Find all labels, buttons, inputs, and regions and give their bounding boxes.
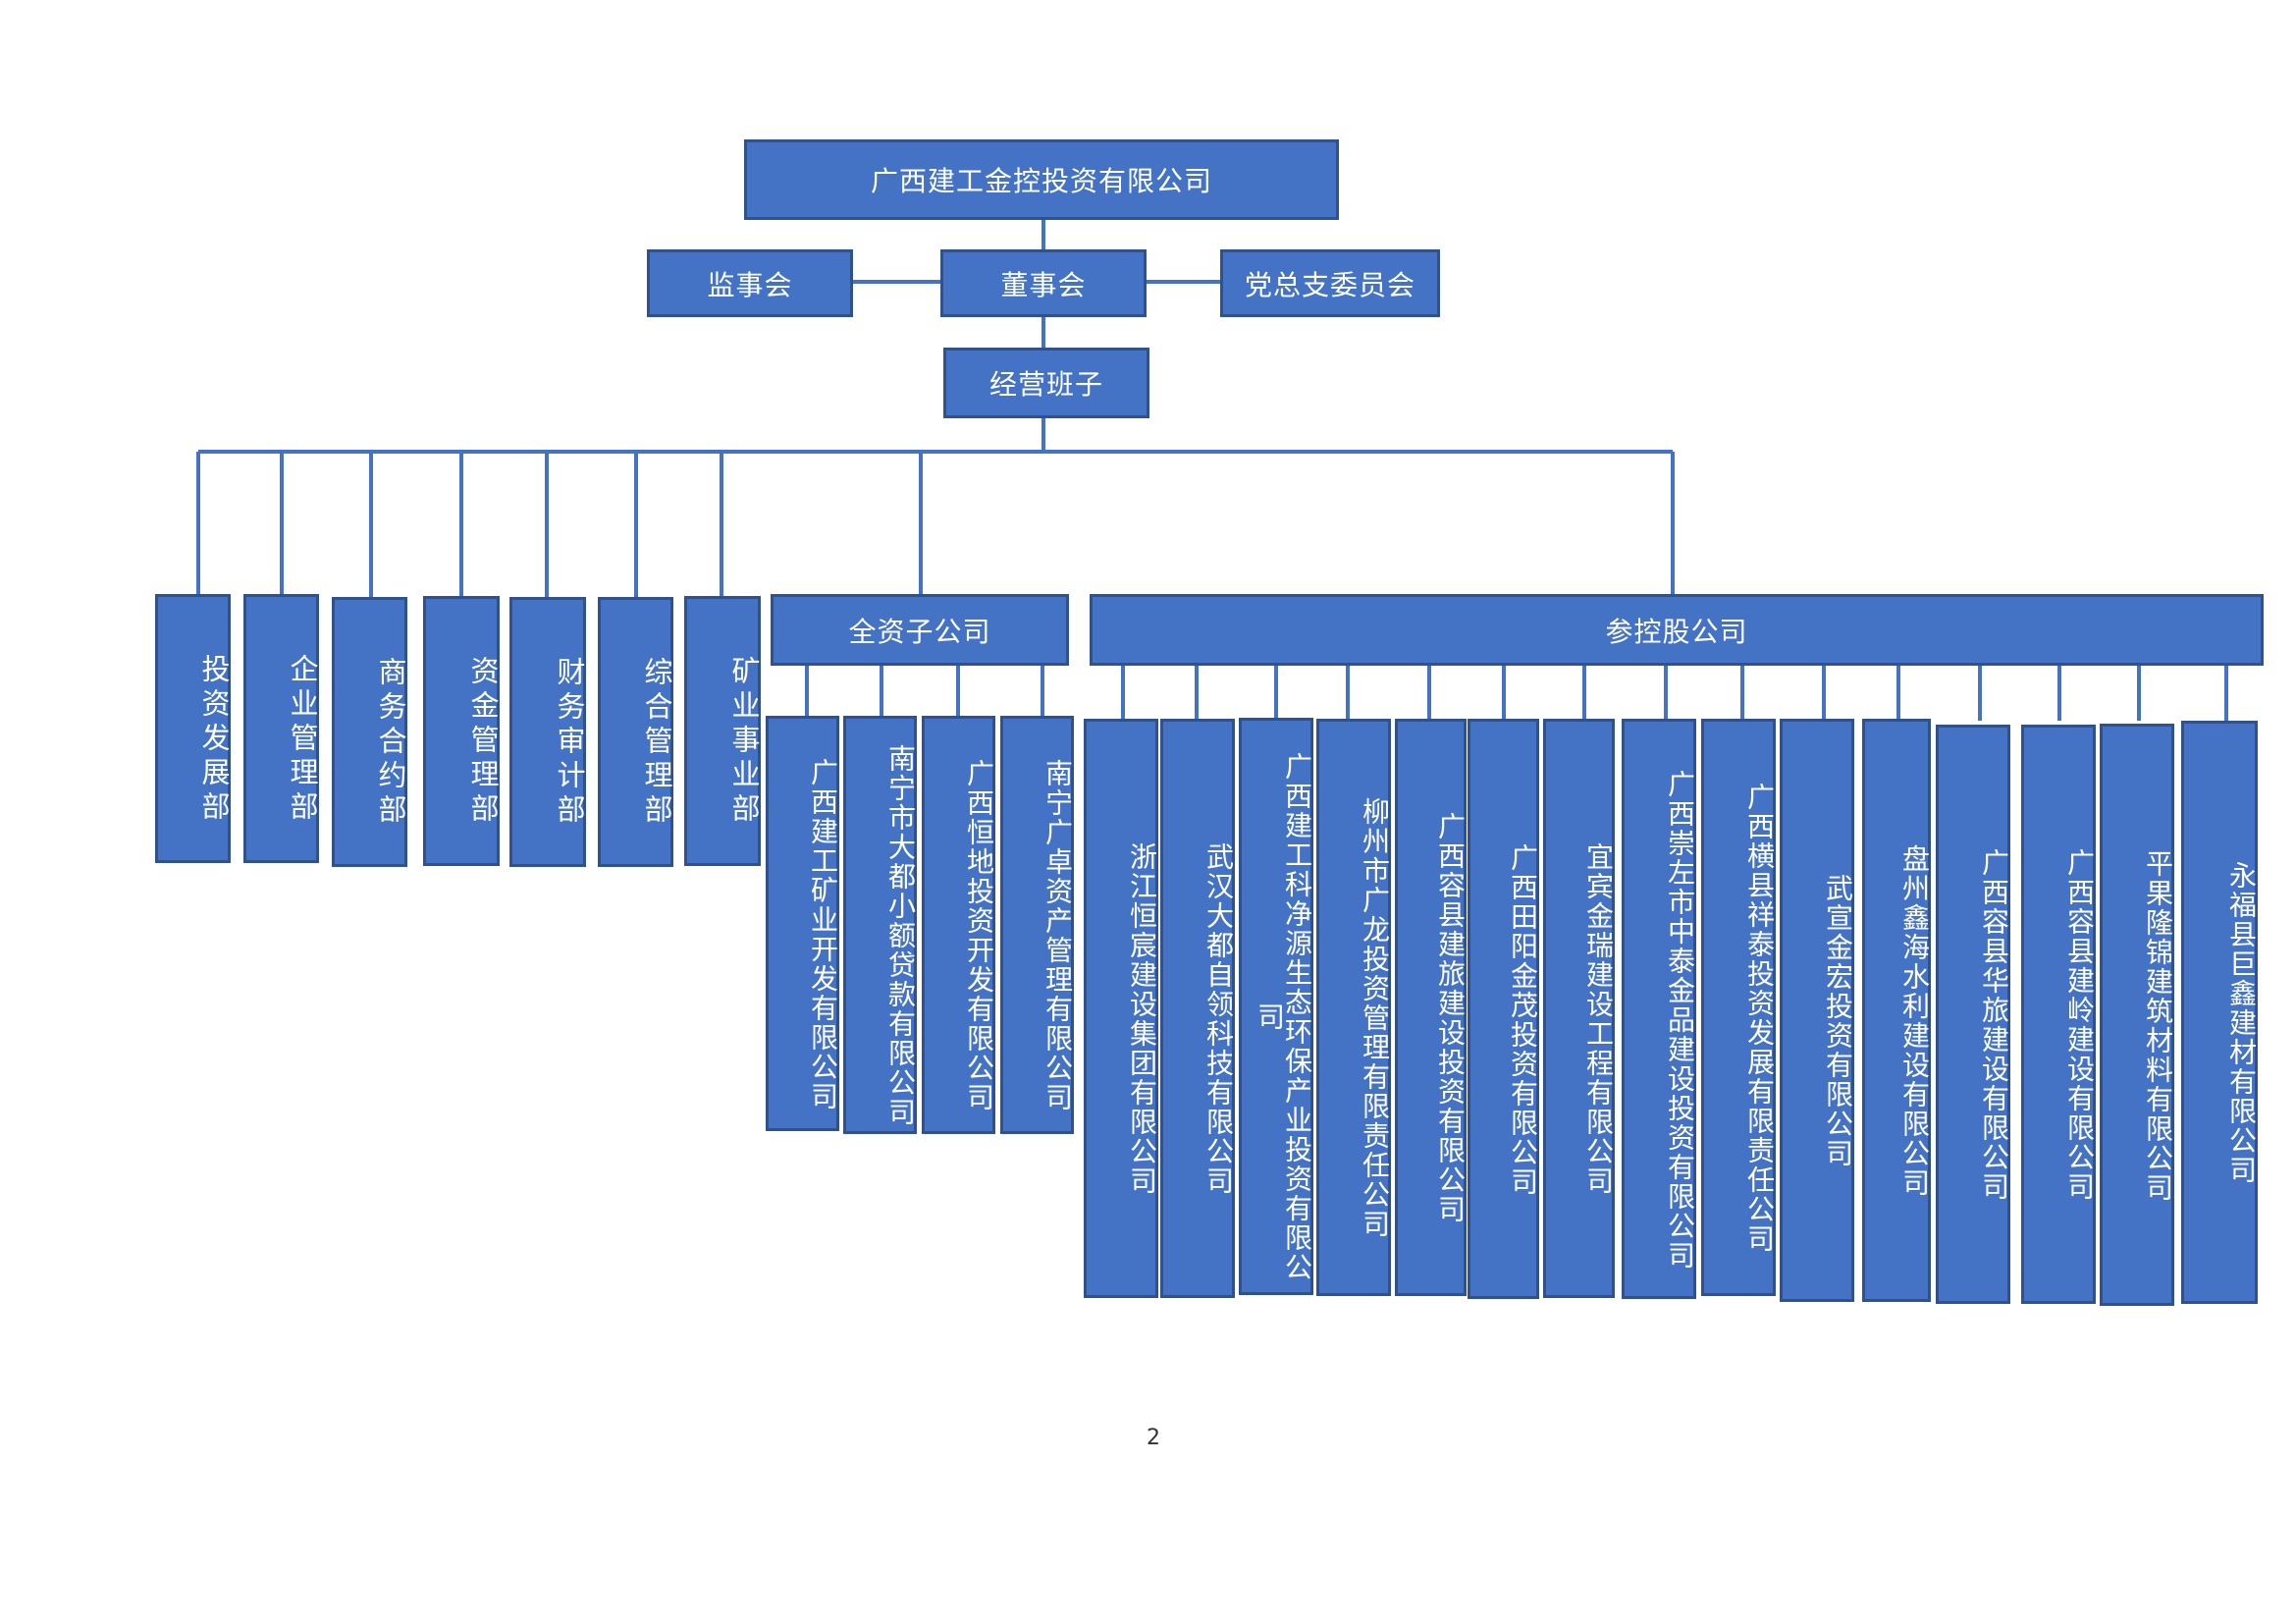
holding-company-box: 平果隆锦建筑材料有限公司 — [2100, 724, 2174, 1306]
subsidiary-box: 广西建工矿业开发有限公司 — [766, 716, 839, 1131]
department-box: 投资发展部 — [155, 594, 231, 863]
department-box: 商务合约部 — [332, 597, 407, 867]
holding-company-box: 广西容县建岭建设有限公司 — [2021, 725, 2096, 1304]
department-box: 财务审计部 — [509, 597, 586, 867]
page-number: 2 — [1147, 1426, 1160, 1450]
company-root: 广西建工金控投资有限公司 — [744, 139, 1339, 220]
supervisors-box: 监事会 — [647, 249, 853, 317]
holding-company-box: 浙江恒宸建设集团有限公司 — [1084, 719, 1158, 1298]
subsidiary-box: 南宁市大都小额贷款有限公司 — [843, 716, 917, 1134]
holding-company-box: 武汉大都自领科技有限公司 — [1160, 719, 1235, 1298]
holding-company-box: 广西田阳金茂投资有限公司 — [1468, 719, 1539, 1299]
wholly-owned-header: 全资子公司 — [771, 594, 1069, 666]
holdings-header: 参控股公司 — [1090, 594, 2264, 666]
management-box: 经营班子 — [943, 348, 1149, 418]
holding-company-box: 柳州市广龙投资管理有限责任公司 — [1316, 719, 1391, 1296]
party-committee-box: 党总支委员会 — [1220, 249, 1440, 317]
department-box: 矿业事业部 — [684, 596, 761, 866]
holding-company-box: 广西容县华旅建设有限公司 — [1936, 725, 2010, 1304]
subsidiary-box: 广西恒地投资开发有限公司 — [922, 716, 995, 1134]
department-box: 综合管理部 — [598, 597, 673, 867]
holding-company-box: 广西横县祥泰投资发展有限责任公司 — [1701, 719, 1776, 1296]
subsidiary-box: 南宁广卓资产管理有限公司 — [1000, 716, 1074, 1134]
holding-company-box: 广西建工科净源生态环保产业投资有限公司 — [1239, 718, 1313, 1295]
holding-company-box: 武宣金宏投资有限公司 — [1780, 719, 1854, 1302]
board-box: 董事会 — [940, 249, 1147, 317]
holding-company-box: 广西容县建旅建设投资有限公司 — [1395, 719, 1467, 1296]
holding-company-box: 宜宾金瑞建设工程有限公司 — [1543, 719, 1615, 1298]
holding-company-box: 广西崇左市中泰金品建设投资有限公司 — [1622, 719, 1696, 1299]
department-box: 资金管理部 — [423, 596, 500, 866]
holding-company-box: 盘州鑫海水利建设有限公司 — [1862, 719, 1931, 1302]
holding-company-box: 永福县巨鑫建材有限公司 — [2181, 721, 2258, 1304]
department-box: 企业管理部 — [243, 594, 319, 863]
